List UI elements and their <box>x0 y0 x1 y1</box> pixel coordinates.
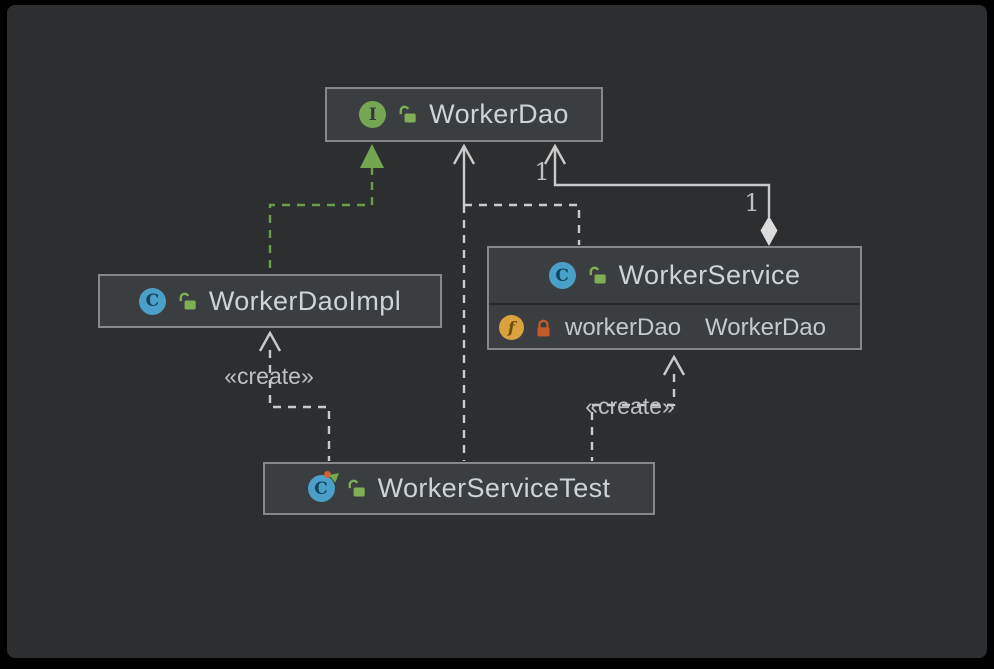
open-arrowhead <box>662 354 686 376</box>
node-title: WorkerDaoImpl <box>208 285 402 316</box>
dependency-branch-line <box>464 203 581 245</box>
open-arrowhead <box>258 330 282 352</box>
aggregation-line <box>553 147 771 217</box>
field-name: workerDao <box>565 313 682 341</box>
create-stereotype-label: «create» <box>224 363 314 389</box>
node-workerdao[interactable]: I WorkerDao <box>325 87 603 142</box>
multiplicity-label: 1 <box>744 189 760 217</box>
node-header: C WorkerServiceTest <box>265 464 653 513</box>
lock-open-icon <box>177 291 198 312</box>
edge-dependency-workerservice-workerdao[interactable] <box>464 203 581 245</box>
class-icon: C <box>548 262 576 289</box>
multiplicity-label: 1 <box>534 158 550 186</box>
lock-closed-icon <box>534 318 553 338</box>
class-icon: C <box>307 475 335 502</box>
node-title: WorkerDao <box>429 99 569 129</box>
node-title: WorkerServiceTest <box>377 473 611 503</box>
diagram-canvas[interactable]: I WorkerDao C <box>7 5 987 658</box>
lock-open-icon <box>346 478 367 499</box>
node-workerservice[interactable]: C WorkerService f workerDao <box>487 246 862 350</box>
lock-open-icon <box>397 104 418 125</box>
node-header: I WorkerDao <box>327 89 601 140</box>
edge-realization-workerdaoimpl-workerdao[interactable] <box>268 144 384 273</box>
edge-create-workerservicetest-workerdaoimpl[interactable] <box>258 330 331 461</box>
aggregation-diamond <box>760 216 778 246</box>
class-icon: C <box>138 287 166 315</box>
node-header: C WorkerDaoImpl <box>100 276 440 326</box>
node-header: C WorkerService <box>489 248 860 303</box>
lock-open-icon <box>587 265 608 286</box>
node-workerservicetest[interactable]: C WorkerServiceTest <box>263 462 655 515</box>
realization-triangle-arrowhead <box>360 144 384 168</box>
create-stereotype-label: «create» <box>585 393 675 419</box>
interface-icon: I <box>359 101 387 128</box>
node-workerdaoimpl[interactable]: C WorkerDaoImpl <box>98 274 442 328</box>
field-icon: f <box>499 315 524 340</box>
open-arrowhead <box>452 143 476 165</box>
field-type: WorkerDao <box>705 313 826 341</box>
edge-dependency-workerservicetest-workerdao[interactable] <box>452 143 476 461</box>
test-class-icon: C <box>307 469 342 502</box>
field-row-workerdao[interactable]: f workerDao WorkerDao <box>489 303 860 350</box>
realization-line <box>268 167 374 273</box>
node-title: WorkerService <box>618 260 801 290</box>
test-run-dot-icon <box>323 471 331 478</box>
